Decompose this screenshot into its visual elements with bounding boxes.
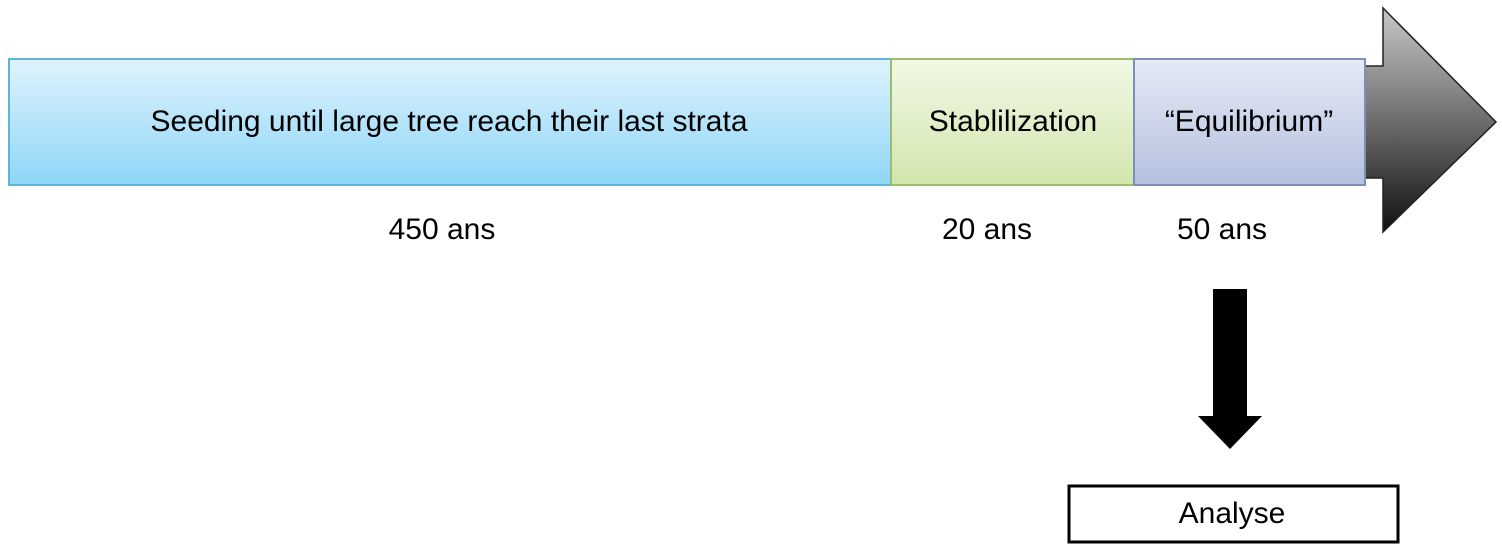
- phase-equilibrium: “Equilibrium”: [1133, 58, 1366, 186]
- phase-seeding-label: Seeding until large tree reach their las…: [151, 105, 748, 138]
- phase-equilibrium-bar: [1133, 58, 1366, 186]
- phase-equilibrium-label: “Equilibrium”: [1165, 105, 1333, 138]
- phase-stabilization: Stablilization: [890, 58, 1135, 186]
- duration-equilibrium: 50 ans: [1177, 213, 1267, 246]
- duration-seeding: 450 ans: [389, 213, 496, 246]
- phase-seeding: Seeding until large tree reach their las…: [8, 58, 892, 186]
- phase-stabilization-bar: [890, 58, 1135, 186]
- phase-seeding-bar: [8, 58, 892, 186]
- analyse-box: Analyse: [1067, 484, 1400, 544]
- analyse-label: Analyse: [1179, 497, 1286, 530]
- analyse-box-frame: [1067, 484, 1400, 544]
- phase-stabilization-label: Stablilization: [929, 105, 1097, 138]
- timeline-arrowhead: [1364, 6, 1498, 234]
- down-arrow-icon: [1198, 289, 1262, 449]
- duration-stabilization: 20 ans: [942, 213, 1032, 246]
